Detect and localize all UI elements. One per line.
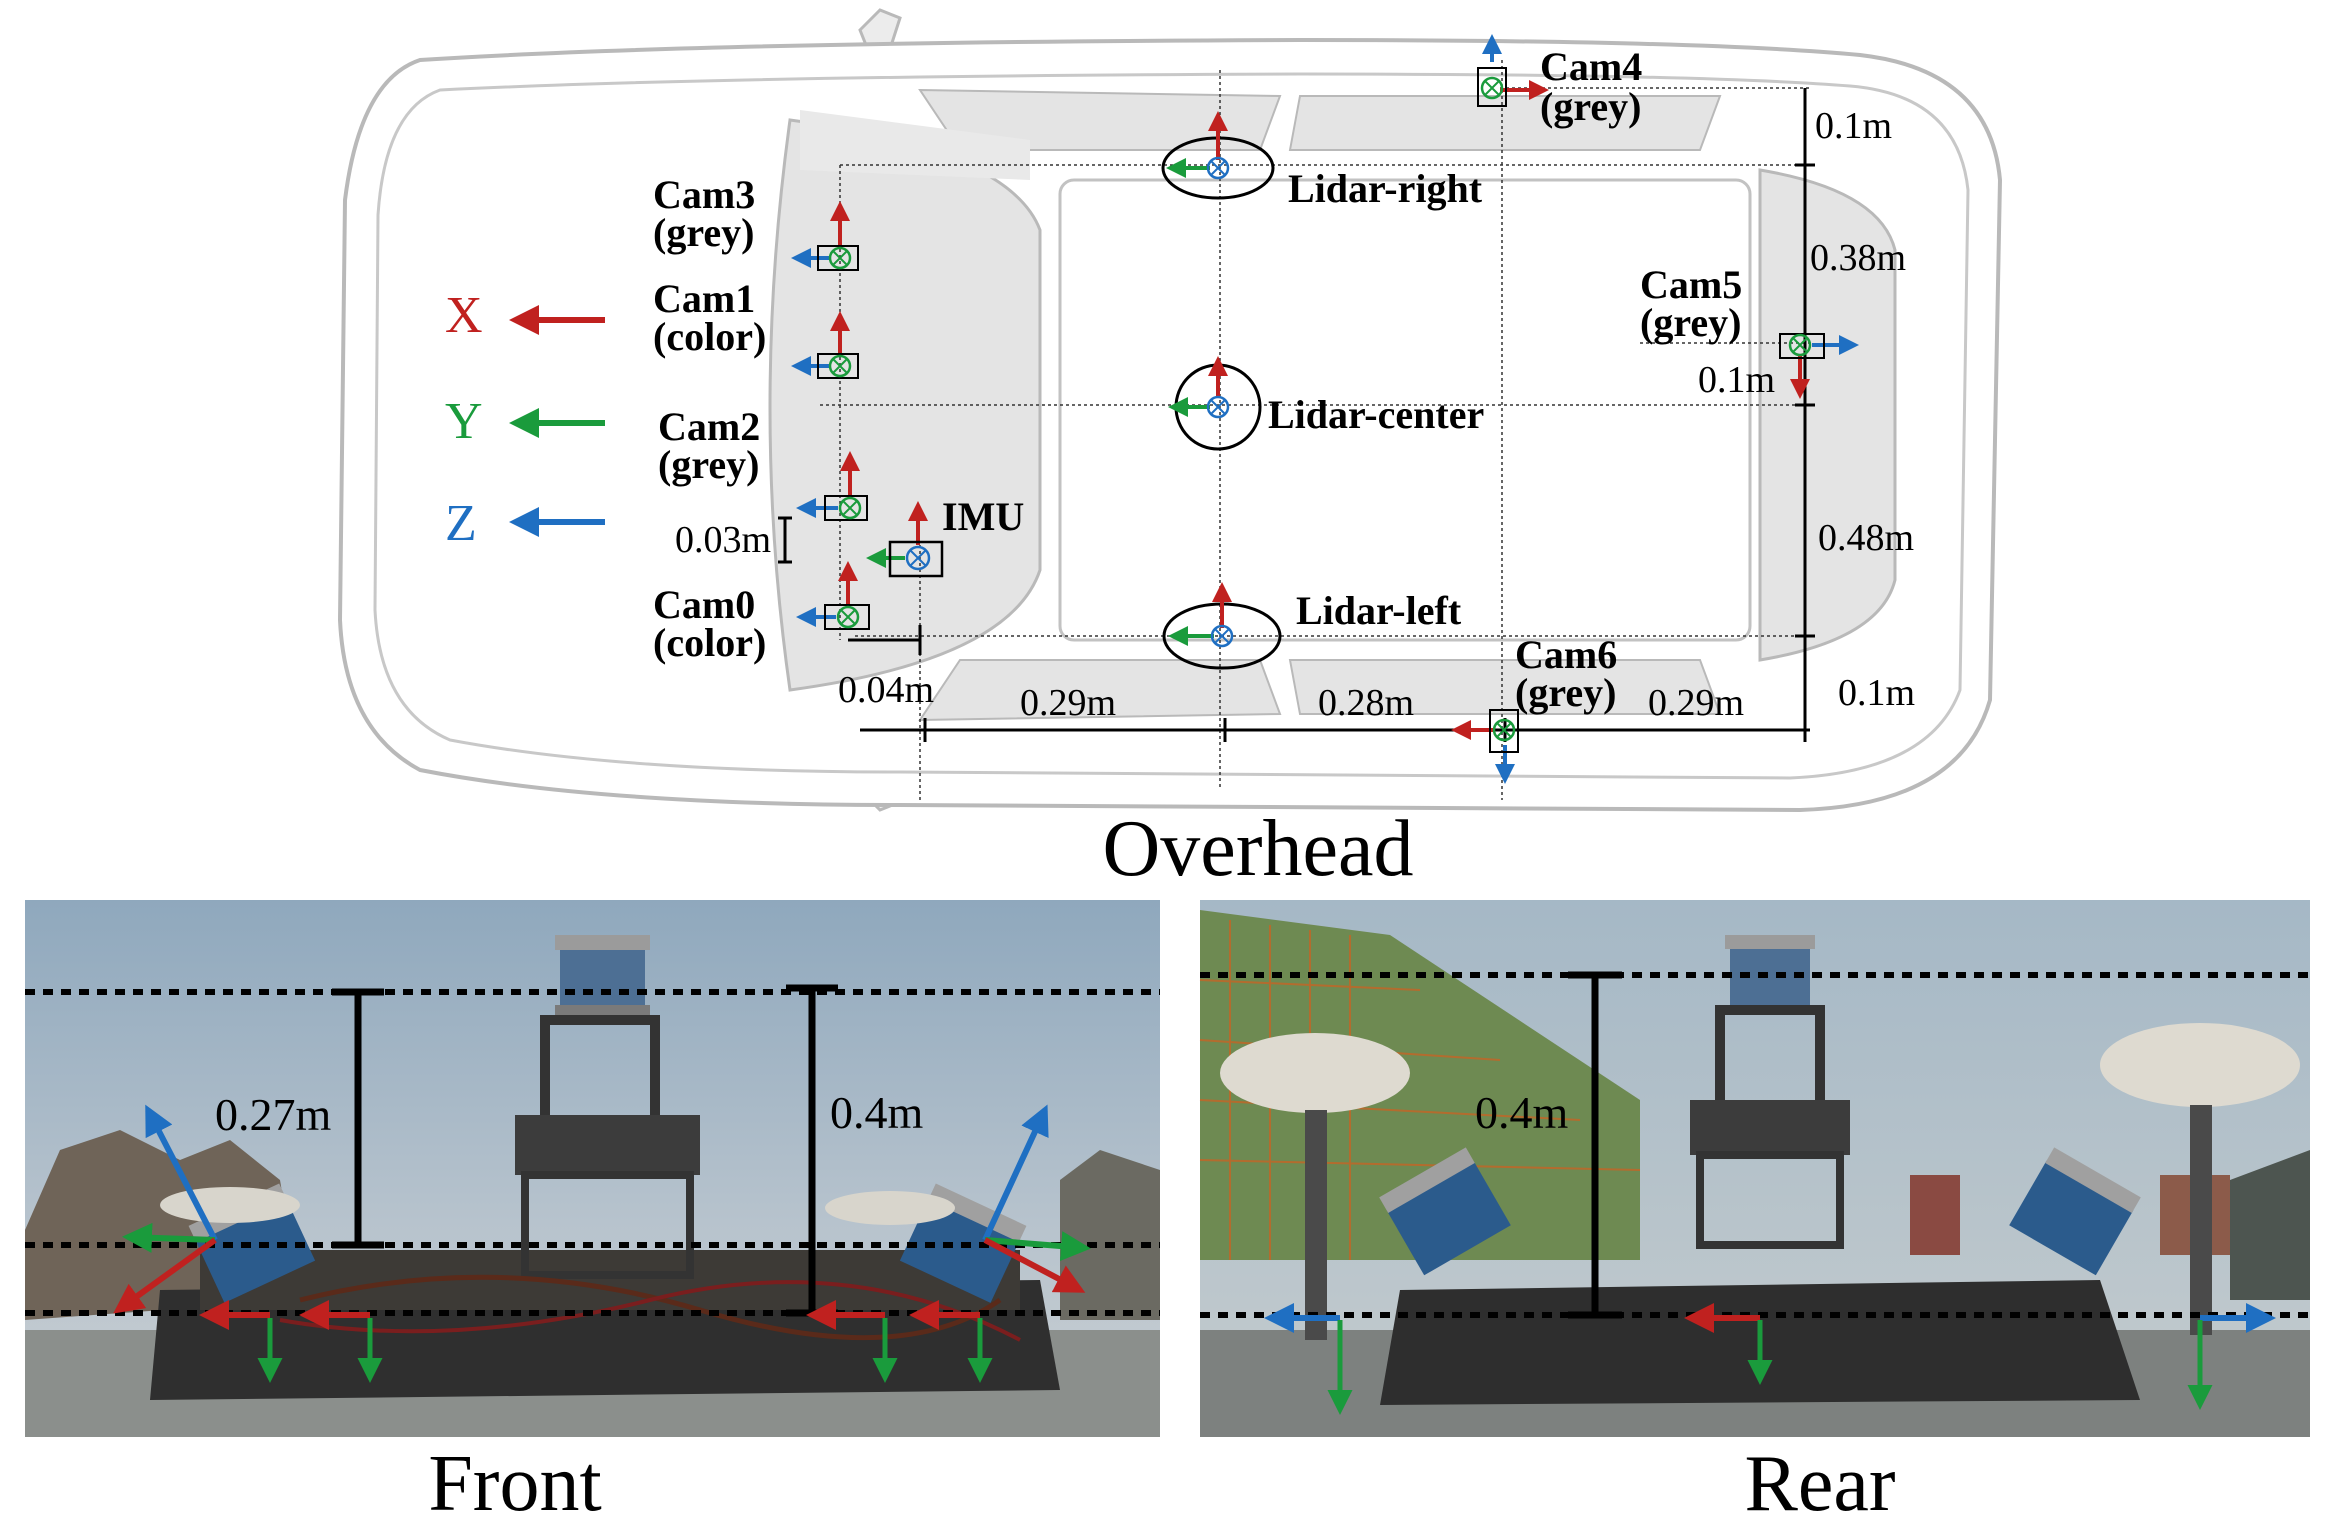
imu-icon bbox=[866, 501, 944, 578]
imu-label: IMU bbox=[942, 494, 1024, 539]
front-caption: Front bbox=[428, 1440, 601, 1519]
rear-caption: Rear bbox=[1744, 1440, 1895, 1519]
lidar-center-icon bbox=[1168, 356, 1262, 451]
dim-right-048: 0.48m bbox=[1818, 517, 1914, 559]
legend-y-label: Y bbox=[445, 393, 483, 450]
axis-legend: X Y Z bbox=[445, 287, 605, 552]
legend-z-label: Z bbox=[445, 495, 477, 552]
cam6-name: Cam6 bbox=[1515, 632, 1617, 677]
cam2-type: (grey) bbox=[658, 442, 759, 487]
lidar-center-label: Lidar-center bbox=[1268, 392, 1484, 437]
cam4-type: (grey) bbox=[1540, 84, 1641, 129]
dimension-labels: 0.1m 0.38m 0.1m 0.48m 0.1m 0.03m 0.04m 0… bbox=[675, 105, 1915, 724]
lidar-left-icon bbox=[1162, 582, 1282, 670]
cam0-name: Cam0 bbox=[653, 582, 755, 627]
cam2-name: Cam2 bbox=[658, 404, 760, 449]
dim-029-b: 0.29m bbox=[1648, 682, 1744, 724]
front-photo: 0.27m 0.4m bbox=[25, 900, 1160, 1437]
rear-height-04: 0.4m bbox=[1475, 1087, 1569, 1138]
rear-photo: 0.4m bbox=[1199, 900, 2310, 1437]
front-height-027: 0.27m bbox=[215, 1089, 332, 1140]
cam0-type: (color) bbox=[653, 620, 766, 665]
dim-bottom-right: 0.1m bbox=[1838, 672, 1915, 714]
dim-cam-003: 0.03m bbox=[675, 519, 771, 561]
front-height-04: 0.4m bbox=[830, 1087, 924, 1138]
cam5-type: (grey) bbox=[1640, 300, 1741, 345]
legend-x-label: X bbox=[445, 287, 483, 344]
cam4-name: Cam4 bbox=[1540, 44, 1642, 89]
sensor-labels: Cam4 (grey) Lidar-right Cam3 (grey) Cam1… bbox=[653, 44, 1742, 715]
dim-right-038: 0.38m bbox=[1810, 237, 1906, 279]
sensor-glyphs bbox=[791, 34, 1859, 784]
overhead-caption: Overhead bbox=[1103, 805, 1414, 893]
lidar-right-icon bbox=[1161, 111, 1275, 200]
dim-cam-004: 0.04m bbox=[838, 669, 934, 711]
dim-029-a: 0.29m bbox=[1020, 682, 1116, 724]
cam3-type: (grey) bbox=[653, 210, 754, 255]
cam1-icon bbox=[791, 311, 859, 379]
lidar-left-label: Lidar-left bbox=[1296, 588, 1462, 633]
dim-cam5: 0.1m bbox=[1698, 359, 1775, 401]
cam3-icon bbox=[791, 201, 859, 271]
dimension-lines bbox=[778, 88, 1815, 742]
cam2-icon bbox=[796, 451, 868, 521]
dim-top-right: 0.1m bbox=[1815, 105, 1892, 147]
cam0-icon bbox=[796, 561, 870, 630]
cam1-type: (color) bbox=[653, 314, 766, 359]
lidar-right-label: Lidar-right bbox=[1288, 166, 1483, 211]
cam5-name: Cam5 bbox=[1640, 262, 1742, 307]
cam6-type: (grey) bbox=[1515, 670, 1616, 715]
cam3-name: Cam3 bbox=[653, 172, 755, 217]
cam5-icon bbox=[1779, 333, 1859, 399]
cam4-icon bbox=[1477, 34, 1549, 107]
cam6-icon bbox=[1451, 709, 1519, 784]
car-outline bbox=[337, 8, 2003, 813]
dim-028: 0.28m bbox=[1318, 682, 1414, 724]
cam1-name: Cam1 bbox=[653, 276, 755, 321]
